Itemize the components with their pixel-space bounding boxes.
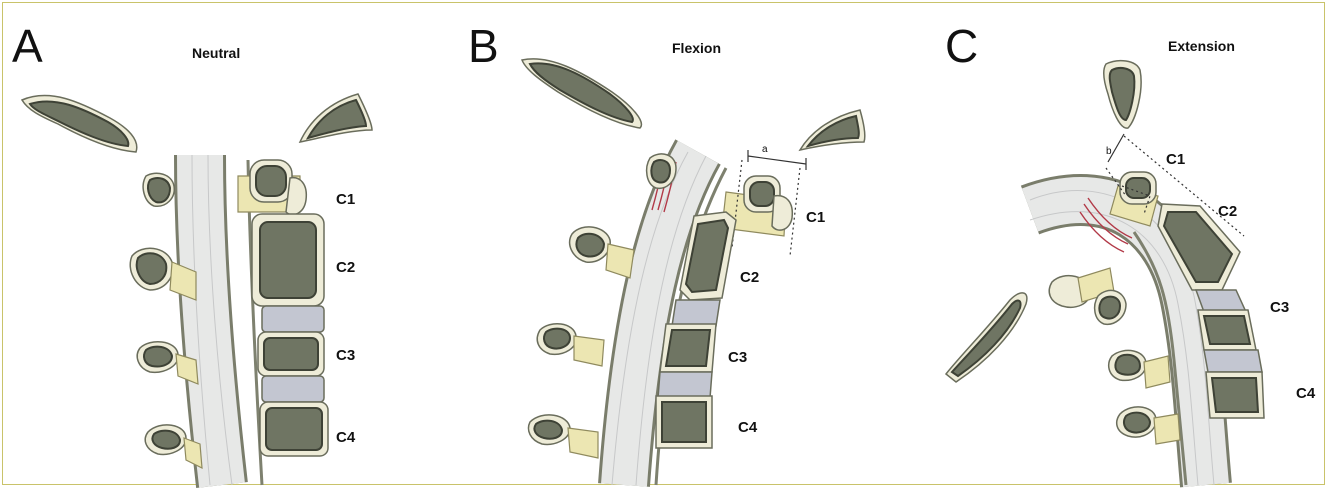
label-c4-b: C4 — [738, 419, 758, 436]
label-c4-c: C4 — [1296, 385, 1316, 402]
label-c1-a: C1 — [336, 191, 355, 208]
panel-b-letter: B — [468, 20, 499, 72]
panel-a-title: Neutral — [192, 45, 240, 61]
panel-c: C Extension b — [945, 20, 1316, 485]
panel-c-title: Extension — [1168, 38, 1235, 54]
label-c2-b: C2 — [740, 269, 759, 286]
label-c3-a: C3 — [336, 347, 355, 364]
measurement-label-a: a — [762, 144, 768, 155]
label-c2-a: C2 — [336, 259, 355, 276]
label-c2-c: C2 — [1218, 203, 1237, 220]
label-c4-a: C4 — [336, 429, 356, 446]
panel-a: A Neutral — [12, 20, 372, 485]
label-c1-c: C1 — [1166, 151, 1185, 168]
panel-c-letter: C — [945, 20, 978, 72]
panel-b-title: Flexion — [672, 40, 721, 56]
label-c3-b: C3 — [728, 349, 747, 366]
panel-b: B Flexion a — [468, 20, 865, 485]
label-c3-c: C3 — [1270, 299, 1289, 316]
measurement-label-b: b — [1106, 146, 1112, 157]
panel-a-letter: A — [12, 20, 43, 72]
label-c1-b: C1 — [806, 209, 825, 226]
